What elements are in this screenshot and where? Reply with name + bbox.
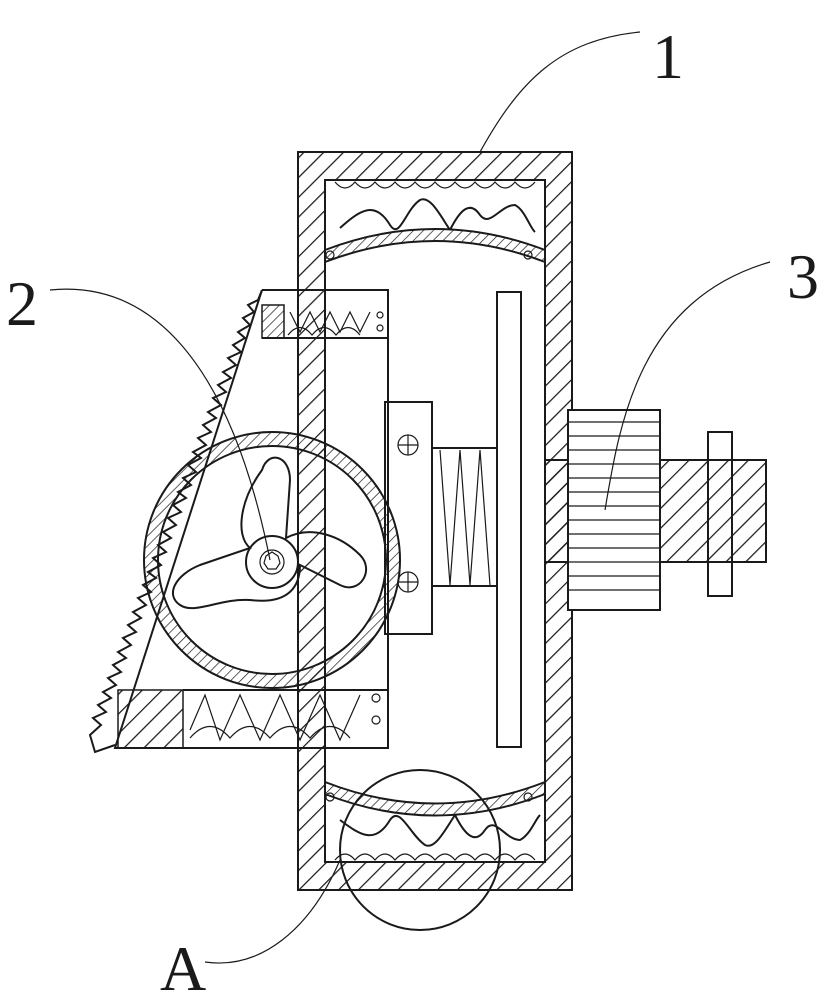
vertical-plate — [496, 291, 522, 748]
leader-3 — [604, 261, 771, 511]
bottom-pad — [324, 781, 546, 863]
label-1: 1 — [652, 21, 684, 92]
label-3: 3 — [787, 241, 819, 312]
shaft — [544, 409, 767, 611]
label-a: A — [160, 933, 206, 1000]
top-pad — [324, 179, 546, 263]
leader-1 — [479, 31, 641, 153]
spring — [431, 447, 498, 587]
rotor-assembly — [88, 289, 401, 754]
leader-a — [204, 859, 341, 964]
detail-circle-a — [339, 769, 501, 931]
label-2: 2 — [6, 268, 38, 339]
leader-2 — [49, 288, 271, 561]
housing — [297, 151, 573, 891]
